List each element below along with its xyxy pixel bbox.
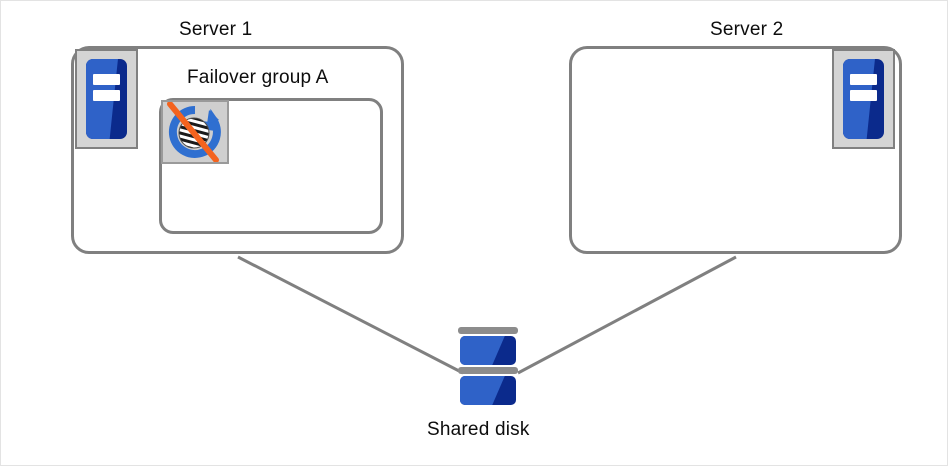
server2-title: Server 2 — [710, 19, 784, 40]
resource-disabled-icon — [161, 100, 229, 164]
resource-disabled-glyph — [167, 102, 221, 162]
failover-group-label: Failover group A — [187, 67, 329, 88]
server1-title: Server 1 — [179, 19, 253, 40]
server-slot-bar — [93, 74, 120, 85]
server-chassis — [843, 59, 884, 139]
connector-server1-to-disk — [237, 255, 464, 375]
server-slot-bar — [93, 90, 120, 101]
shared-disk-label: Shared disk — [427, 419, 530, 440]
disk-cap-middle — [458, 367, 518, 374]
disk-platter — [460, 376, 516, 405]
disk-platter — [460, 336, 516, 365]
server-slot-bar — [850, 74, 877, 85]
shared-disk-icon — [458, 327, 518, 413]
server-slot-bar — [850, 90, 877, 101]
server1-server-icon — [75, 49, 138, 149]
connector-server2-to-disk — [517, 255, 737, 375]
disk-cap-top — [458, 327, 518, 334]
server-chassis — [86, 59, 127, 139]
server2-server-icon — [832, 49, 895, 149]
